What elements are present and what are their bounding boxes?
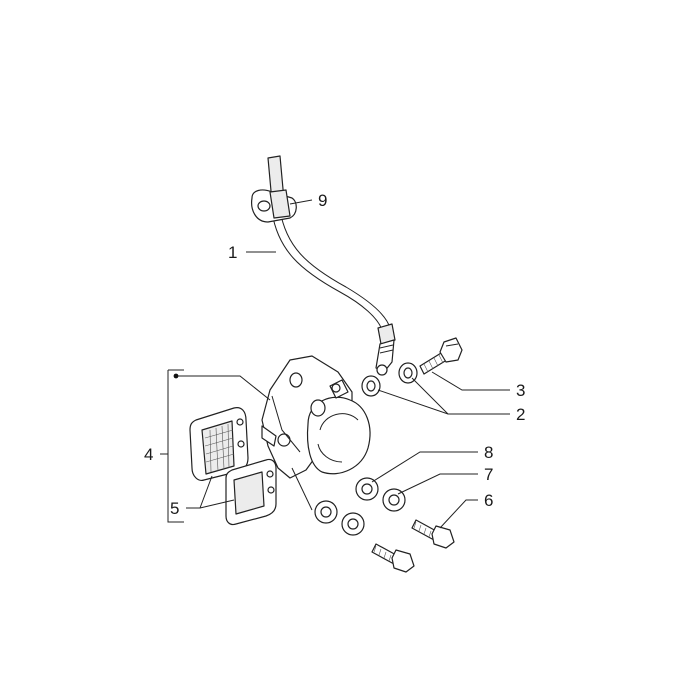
callout-7: 7 (484, 465, 493, 484)
callout-1: 1 (228, 243, 237, 262)
caliper-washers (314, 477, 406, 536)
callout-3: 3 (516, 381, 525, 400)
leader-lines (160, 199, 510, 529)
callout-2: 2 (516, 405, 525, 424)
callout-8: 8 (484, 443, 493, 462)
brake-caliper (261, 355, 371, 479)
callout-6: 6 (484, 491, 493, 510)
brake-pads (189, 407, 277, 526)
callout-9: 9 (318, 191, 327, 210)
banjo-bolt (419, 337, 463, 375)
callout-4: 4 (144, 445, 153, 464)
brake-hose (267, 155, 396, 376)
copper-washers (361, 362, 418, 397)
caliper-bolts (371, 519, 455, 573)
hose-bracket (251, 189, 297, 223)
callout-5: 5 (170, 499, 179, 518)
